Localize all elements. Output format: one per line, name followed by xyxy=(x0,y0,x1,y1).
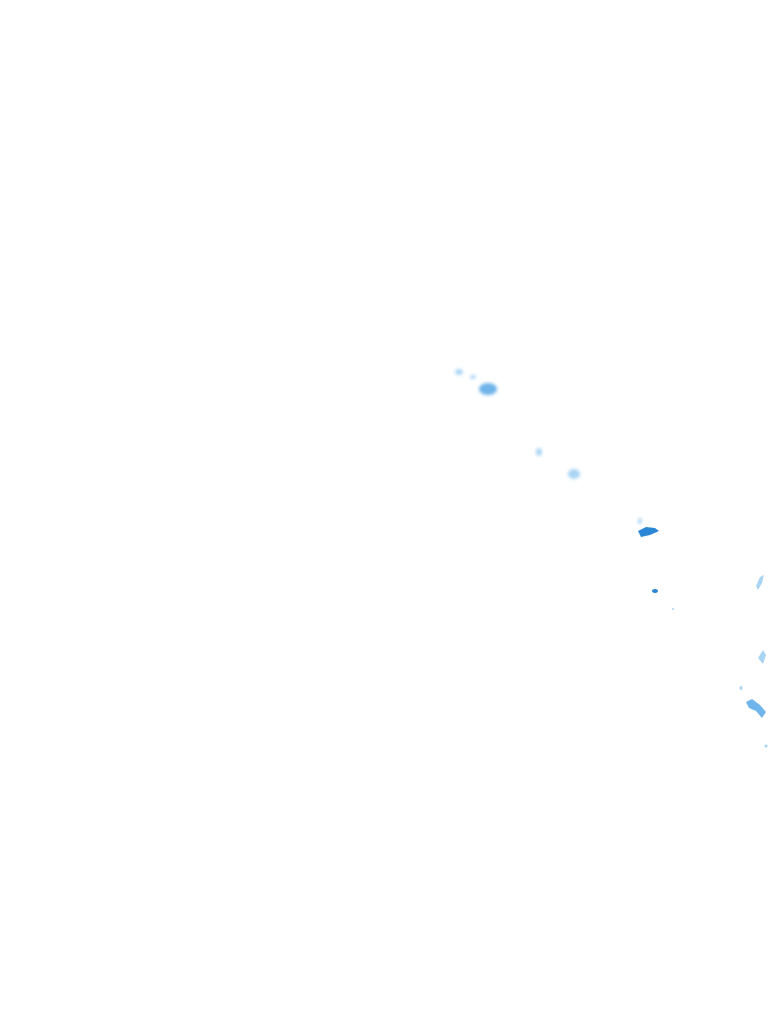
echo-cluster-east-edge xyxy=(672,575,768,748)
radar-echo xyxy=(638,518,642,524)
radar-echo xyxy=(568,469,580,479)
radar-echo xyxy=(470,375,476,379)
radar-echo xyxy=(536,448,542,456)
echo-cluster-middle xyxy=(536,448,580,479)
radar-echo xyxy=(638,527,659,537)
radar-echo xyxy=(652,589,658,593)
radar-echo xyxy=(455,369,463,375)
radar-echo xyxy=(758,650,766,664)
radar-echo xyxy=(739,686,743,690)
radar-echo xyxy=(756,575,764,590)
radar-echo xyxy=(479,383,497,395)
echo-cluster-north xyxy=(455,369,497,395)
radar-echo xyxy=(672,608,674,610)
radar-echo xyxy=(746,699,766,718)
radar-echo xyxy=(764,744,768,748)
echo-cluster-south xyxy=(638,518,659,593)
